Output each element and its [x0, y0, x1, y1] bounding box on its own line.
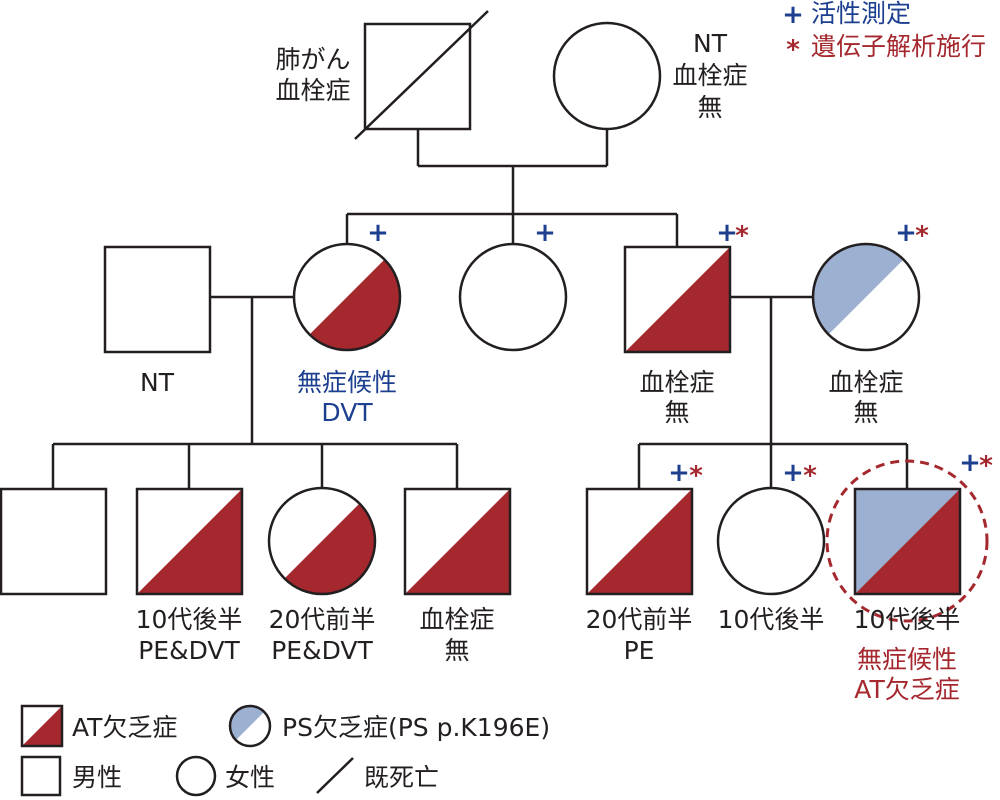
- gen2-husband-left: NT: [103, 245, 212, 397]
- gene-analysis-star-icon: *: [915, 221, 929, 251]
- measure-plus-icon: +: [534, 218, 556, 248]
- left-child2-label-1: 10代後半: [136, 605, 243, 634]
- gen2-wife-ps: + * 血栓症 無: [811, 218, 929, 427]
- at-deficiency-fill: [855, 489, 960, 594]
- right-child3-label-1: 10代後半: [854, 605, 961, 634]
- grandfather-label-2: 血栓症: [275, 76, 350, 105]
- male-symbol: [103, 245, 212, 354]
- brother-label-2: 無: [664, 398, 689, 427]
- right-child3-label-2: 無症候性: [857, 645, 957, 674]
- gen3-right-child1: + * 20代前半 PE: [586, 458, 704, 665]
- gen3-right-child2: + * 10代後半: [716, 458, 826, 634]
- legend-male-label: 男性: [72, 763, 122, 792]
- male-outline: [623, 245, 732, 354]
- female-outline: [267, 486, 377, 596]
- gen1-grandmother: NT 血栓症 無: [552, 21, 748, 131]
- at-deficiency-fill: [269, 488, 375, 594]
- grandmother-label-2: 血栓症: [672, 61, 747, 90]
- legend-at-label: AT欠乏症: [72, 713, 177, 742]
- right-child2-label-1: 10代後半: [718, 605, 825, 634]
- at-deficiency-fill: [587, 489, 692, 594]
- right-child1-label-2: PE: [624, 636, 655, 665]
- measure-plus-icon: +: [668, 458, 690, 488]
- grandmother-label-1: NT: [693, 29, 728, 58]
- measure-key-label: 活性測定: [811, 0, 911, 28]
- gene-analysis-star-icon: *: [735, 221, 749, 251]
- grandfather-label-1: 肺がん: [275, 45, 350, 74]
- legend: AT欠乏症 PS欠乏症(PS p.K196E) 男性 女性 既死亡: [20, 704, 550, 797]
- gen3-left-child3: 20代前半 PE&DVT: [267, 486, 377, 665]
- marker-key: + 活性測定 * 遺伝子解析施行: [782, 0, 986, 65]
- female-symbol: [552, 21, 662, 131]
- left-child3-label-2: PE&DVT: [271, 636, 373, 665]
- gen3-left-child1: [0, 487, 108, 596]
- gene-key-label: 遺伝子解析施行: [811, 32, 986, 61]
- wife-label-2: 無: [853, 398, 878, 427]
- deceased-slash: [354, 10, 489, 140]
- legend-ps-outline: [228, 704, 272, 748]
- female-symbol: [716, 486, 826, 596]
- gen2-middle-female: +: [458, 218, 568, 352]
- ps-deficiency-fill: [813, 244, 919, 350]
- gen1-grandfather: 肺がん 血栓症: [275, 10, 489, 140]
- sister-label-1: 無症候性: [297, 368, 397, 397]
- legend-female-icon: [175, 755, 217, 797]
- gene-analysis-star-icon: *: [786, 35, 800, 65]
- wife-label-1: 血栓症: [828, 368, 903, 397]
- brother-label-1: 血栓症: [639, 368, 714, 397]
- gene-analysis-star-icon: *: [979, 451, 993, 481]
- legend-female-label: 女性: [225, 763, 275, 792]
- right-child3-label-3: AT欠乏症: [854, 675, 959, 704]
- measure-plus-icon: +: [782, 0, 804, 30]
- male-symbol: [0, 487, 108, 596]
- legend-deceased-icon: [316, 757, 354, 794]
- left-child4-label-1: 血栓症: [419, 605, 494, 634]
- male-outline: [585, 487, 694, 596]
- sister-label-2: DVT: [321, 398, 373, 427]
- male-outline: [853, 487, 962, 596]
- measure-plus-icon: +: [367, 218, 389, 248]
- male-outline: [135, 487, 244, 596]
- proband-dashed-circle: [825, 459, 989, 623]
- female-symbol: [458, 242, 568, 352]
- grandmother-label-3: 無: [697, 93, 722, 122]
- at-deficiency-fill: [137, 489, 242, 594]
- measure-plus-icon: +: [895, 218, 917, 248]
- at-deficiency-fill: [294, 244, 400, 350]
- left-child3-label-1: 20代前半: [269, 605, 376, 634]
- gen3-left-child2: 10代後半 PE&DVT: [135, 487, 244, 665]
- measure-plus-icon: +: [959, 448, 981, 478]
- husband-left-label: NT: [140, 368, 175, 397]
- gen3-left-child4: 血栓症 無: [403, 487, 512, 665]
- legend-ps-label: PS欠乏症(PS p.K196E): [282, 713, 550, 742]
- legend-at-fill: [22, 706, 62, 746]
- gene-analysis-star-icon: *: [689, 461, 703, 491]
- gene-analysis-star-icon: *: [803, 461, 817, 491]
- measure-plus-icon: +: [782, 458, 804, 488]
- legend-male-icon: [20, 755, 62, 797]
- male-outline: [403, 487, 512, 596]
- legend-ps-fill: [230, 706, 270, 746]
- female-outline: [292, 242, 402, 352]
- gen3-right-child3-proband: + * 10代後半 無症候性 AT欠乏症: [825, 448, 993, 704]
- right-child1-label-1: 20代前半: [586, 605, 693, 634]
- gen2-sister-at: + 無症候性 DVT: [292, 218, 402, 427]
- left-child4-label-2: 無: [444, 636, 469, 665]
- gen2-brother-at: + * 血栓症 無: [623, 218, 749, 427]
- measure-plus-icon: +: [716, 218, 738, 248]
- connecting-lines: [51, 129, 909, 489]
- female-outline: [811, 242, 921, 352]
- left-child2-label-2: PE&DVT: [138, 636, 240, 665]
- at-deficiency-fill: [405, 489, 510, 594]
- legend-at-outline: [20, 704, 64, 748]
- at-deficiency-fill: [625, 247, 730, 352]
- legend-deceased-label: 既死亡: [364, 763, 439, 792]
